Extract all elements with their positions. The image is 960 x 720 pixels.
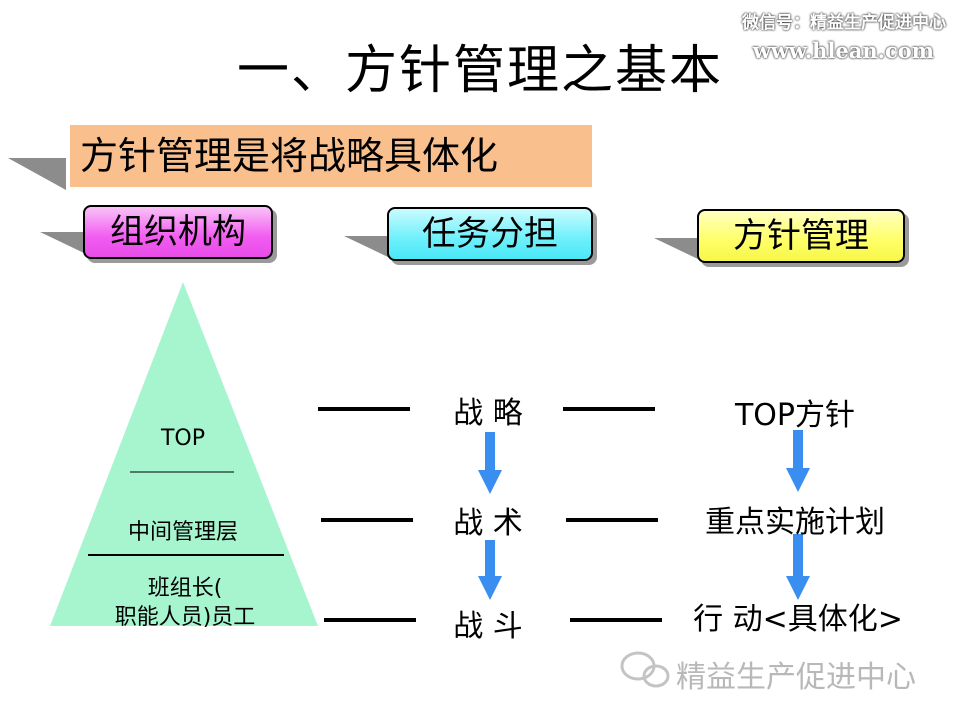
connector-left-tactics bbox=[321, 518, 413, 522]
pyramid-label-middle: 中间管理层 bbox=[127, 520, 238, 545]
connector-left-strategy bbox=[318, 407, 410, 411]
connector-right-strategy bbox=[563, 407, 655, 411]
policy-key-plan: 重点实施计划 bbox=[705, 505, 885, 540]
wechat-icon bbox=[620, 651, 670, 688]
task-pointer-tab bbox=[344, 236, 390, 258]
connector-right-tactics bbox=[566, 518, 658, 522]
headline-banner: 方针管理是将战略具体化 bbox=[70, 125, 592, 187]
organization-label-box: 组织机构 bbox=[83, 205, 273, 259]
organization-pyramid bbox=[50, 282, 318, 626]
page-title: 一、方针管理之基本 bbox=[236, 41, 723, 101]
policy-action: 行 动<具体化> bbox=[693, 602, 903, 637]
watermark-wechat-id: 微信号：精益生产促进中心 bbox=[742, 13, 946, 33]
pyramid-label-bottom-line1: 班组长( bbox=[147, 576, 223, 601]
level-strategy: 战 略 bbox=[453, 396, 523, 431]
headline-pointer-tab bbox=[8, 158, 66, 190]
policy-pointer-tab bbox=[654, 238, 700, 260]
pyramid-label-top: TOP bbox=[160, 426, 206, 451]
organization-pointer-tab bbox=[40, 232, 86, 254]
policy-arrow-2 bbox=[786, 534, 810, 600]
task-label-box: 任务分担 bbox=[387, 207, 593, 261]
pyramid-label-bottom-line2: 职能人员)员工 bbox=[114, 605, 256, 630]
watermark-url: www.hlean.com bbox=[752, 38, 934, 63]
connector-left-combat bbox=[324, 618, 416, 622]
policy-arrow-1 bbox=[786, 430, 810, 492]
policy-label-box: 方针管理 bbox=[697, 209, 905, 263]
task-arrow-1 bbox=[478, 432, 502, 494]
level-combat: 战 斗 bbox=[453, 609, 523, 644]
task-arrow-2 bbox=[478, 540, 502, 600]
policy-top: TOP方针 bbox=[734, 398, 856, 433]
footer-watermark: 精益生产促进中心 bbox=[676, 660, 916, 695]
level-tactics: 战 术 bbox=[453, 506, 523, 541]
connector-right-combat bbox=[570, 618, 662, 622]
